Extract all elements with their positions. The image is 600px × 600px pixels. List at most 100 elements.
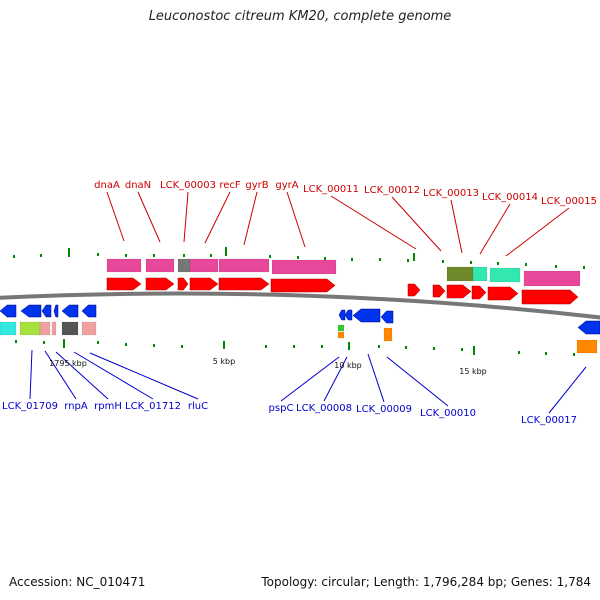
scale-label: 15 kbp — [459, 367, 487, 376]
scale-tick — [379, 258, 381, 261]
scale-ticks — [13, 247, 585, 356]
gene-label-bottom: rluC — [188, 401, 208, 412]
accession-text: Accession: NC_010471 — [9, 575, 146, 589]
scale-tick — [265, 345, 267, 348]
feature-box — [337, 331, 345, 339]
scale-tick — [183, 254, 185, 257]
scale-tick — [525, 263, 527, 266]
gene-label-bottom: LCK_01709 — [2, 401, 58, 412]
gene-label-top: LCK_00014 — [482, 192, 538, 203]
gene-label-top: gyrB — [245, 180, 268, 191]
cds-reverse-arrow — [352, 308, 381, 323]
cds-reverse-arrow — [338, 309, 346, 321]
scale-tick — [555, 265, 557, 268]
scale-tick — [442, 260, 444, 263]
gene-label-bottom: rpmH — [94, 401, 122, 412]
bottom-connector — [280, 356, 340, 402]
gene-label-top: LCK_00012 — [364, 185, 420, 196]
top-connector — [505, 207, 570, 257]
feature-box — [145, 258, 175, 273]
scale-tick — [68, 248, 70, 257]
top-connector — [243, 191, 258, 246]
feature-box — [61, 321, 79, 336]
top-connector — [204, 191, 231, 244]
scale-tick — [293, 345, 295, 348]
scale-tick — [497, 262, 499, 265]
cds-reverse-arrow — [53, 304, 59, 318]
gene-label-top: LCK_00003 — [160, 180, 216, 191]
feature-box — [177, 258, 191, 273]
gene-label-bottom: LCK_00008 — [296, 403, 352, 414]
cds-forward-arrow — [487, 286, 519, 301]
cds-forward-arrow — [521, 289, 579, 305]
gene-label-bottom: LCK_01712 — [125, 401, 181, 412]
feature-box — [19, 321, 41, 336]
feature-box — [0, 321, 17, 336]
top-connector — [391, 196, 442, 252]
feature-box — [383, 327, 393, 342]
bottom-connector — [548, 366, 587, 414]
scale-tick — [324, 257, 326, 260]
cds-forward-arrow — [106, 277, 142, 291]
scale-tick — [97, 253, 99, 256]
scale-tick — [40, 254, 42, 257]
scale-tick — [181, 345, 183, 348]
feature-box — [218, 258, 270, 273]
scale-tick — [223, 341, 225, 349]
feature-box — [51, 321, 57, 336]
bottom-connector — [44, 350, 77, 400]
gene-label-top: LCK_00013 — [423, 188, 479, 199]
gene-label-top: dnaA — [94, 180, 120, 191]
cds-reverse-arrow — [20, 304, 42, 318]
gene-label-top: LCK_00015 — [541, 196, 597, 207]
top-connector — [137, 191, 161, 243]
gene-label-top: recF — [219, 180, 241, 191]
cds-arrows — [0, 277, 600, 335]
bottom-connector — [386, 356, 449, 407]
scale-tick — [407, 259, 409, 262]
bottom-connector — [323, 356, 348, 402]
cds-forward-arrow — [189, 277, 219, 291]
scale-tick — [153, 344, 155, 347]
scale-tick — [413, 253, 415, 261]
scale-tick — [97, 341, 99, 344]
bottom-connector — [73, 351, 154, 400]
feature-box — [271, 259, 337, 275]
scale-tick — [153, 254, 155, 257]
gene-label-top: LCK_00011 — [303, 184, 359, 195]
scale-tick — [518, 351, 520, 354]
top-connector — [479, 203, 511, 255]
scale-tick — [225, 247, 227, 256]
scale-tick — [461, 348, 463, 351]
gene-label-bottom: LCK_00010 — [420, 408, 476, 419]
feature-box — [337, 324, 345, 332]
scale-tick — [125, 254, 127, 257]
feature-box — [523, 270, 581, 287]
scale-tick — [378, 345, 380, 348]
cds-reverse-arrow — [380, 310, 394, 324]
scale-tick — [405, 346, 407, 349]
top-connector — [450, 199, 463, 254]
bottom-connector — [29, 349, 33, 400]
top-connector — [330, 195, 417, 250]
gene-label-bottom: rnpA — [64, 401, 88, 412]
scale-tick — [545, 352, 547, 355]
bottom-connector — [55, 351, 109, 400]
scale-label: 5 kbp — [213, 357, 235, 366]
gene-label-top: dnaN — [125, 180, 151, 191]
cds-reverse-arrow — [41, 304, 52, 318]
scale-tick — [210, 254, 212, 257]
scale-label: 10 kbp — [334, 361, 362, 370]
scale-tick — [269, 255, 271, 258]
feature-box — [446, 266, 474, 282]
top-connector — [286, 191, 306, 248]
cds-reverse-arrow — [344, 309, 353, 321]
scale-tick — [15, 340, 17, 343]
map-title: Leuconostoc citreum KM20, complete genom… — [148, 9, 452, 24]
scale-tick — [13, 255, 15, 258]
cds-forward-arrow — [471, 285, 487, 300]
scale-tick — [473, 346, 475, 355]
gene-label-bottom: LCK_00009 — [356, 404, 412, 415]
